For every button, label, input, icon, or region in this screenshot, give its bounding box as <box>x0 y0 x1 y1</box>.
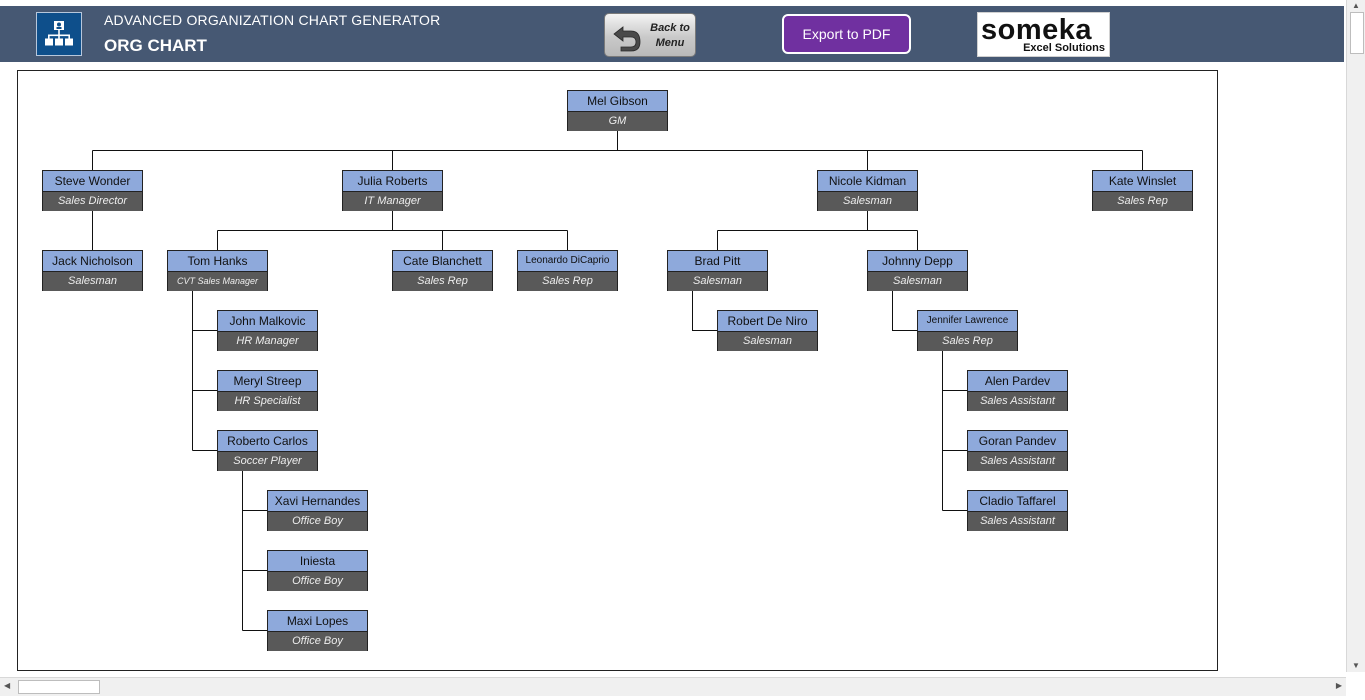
logo-wordmark: someka <box>981 14 1093 46</box>
node-name: Goran Pandev <box>968 431 1067 452</box>
node-role: Sales Rep <box>518 272 617 291</box>
node-name: John Malkovic <box>218 311 317 332</box>
node-name: Iniesta <box>268 551 367 572</box>
node-name: Meryl Streep <box>218 371 317 392</box>
org-node-steve-wonder[interactable]: Steve Wonder Sales Director <box>42 170 143 211</box>
export-to-pdf-button[interactable]: Export to PDF <box>782 14 911 54</box>
node-role: Sales Assistant <box>968 512 1067 531</box>
node-name: Mel Gibson <box>568 91 667 112</box>
org-node-nicole-kidman[interactable]: Nicole Kidman Salesman <box>817 170 918 211</box>
node-name: Steve Wonder <box>43 171 142 192</box>
back-arrow-icon <box>613 26 641 52</box>
vertical-scroll-thumb[interactable] <box>1350 12 1364 54</box>
vertical-scrollbar[interactable]: ▲ ▼ <box>1346 0 1365 672</box>
org-node-roberto-carlos[interactable]: Roberto Carlos Soccer Player <box>217 430 318 471</box>
node-name: Johnny Depp <box>868 251 967 272</box>
node-name: Leonardo DiCaprio <box>518 251 617 272</box>
org-node-johnny-depp[interactable]: Johnny Depp Salesman <box>867 250 968 291</box>
node-role: Sales Assistant <box>968 452 1067 471</box>
node-name: Cate Blanchett <box>393 251 492 272</box>
page-title: ORG CHART <box>104 36 207 55</box>
node-role: Salesman <box>868 272 967 291</box>
horizontal-scroll-thumb[interactable] <box>18 680 100 694</box>
org-node-leonardo-dicaprio[interactable]: Leonardo DiCaprio Sales Rep <box>517 250 618 291</box>
org-node-cate-blanchett[interactable]: Cate Blanchett Sales Rep <box>392 250 493 291</box>
node-role: Sales Assistant <box>968 392 1067 411</box>
node-role: HR Manager <box>218 332 317 351</box>
org-node-john-malkovic[interactable]: John Malkovic HR Manager <box>217 310 318 351</box>
org-node-jack-nicholson[interactable]: Jack Nicholson Salesman <box>42 250 143 291</box>
app-subtitle: ADVANCED ORGANIZATION CHART GENERATOR <box>104 12 441 28</box>
node-role: Soccer Player <box>218 452 317 471</box>
node-name: Kate Winslet <box>1093 171 1192 192</box>
node-name: Robert De Niro <box>718 311 817 332</box>
node-role: IT Manager <box>343 192 442 211</box>
window-top-strip <box>0 0 1344 6</box>
org-node-robert-de-niro[interactable]: Robert De Niro Salesman <box>717 310 818 351</box>
org-chart-app-icon <box>36 12 82 56</box>
org-node-xavi-hernandes[interactable]: Xavi Hernandes Office Boy <box>267 490 368 531</box>
node-name: Alen Pardev <box>968 371 1067 392</box>
horizontal-scrollbar[interactable]: ◀ ▶ <box>0 677 1346 696</box>
org-node-kate-winslet[interactable]: Kate Winslet Sales Rep <box>1092 170 1193 211</box>
org-node-meryl-streep[interactable]: Meryl Streep HR Specialist <box>217 370 318 411</box>
node-name: Roberto Carlos <box>218 431 317 452</box>
node-role: GM <box>568 112 667 131</box>
scroll-right-arrow-icon[interactable]: ▶ <box>1335 681 1342 690</box>
org-node-maxi-lopes[interactable]: Maxi Lopes Office Boy <box>267 610 368 651</box>
scroll-up-arrow-icon[interactable]: ▲ <box>1352 1 1360 10</box>
scroll-down-arrow-icon[interactable]: ▼ <box>1352 661 1360 670</box>
node-role: Sales Director <box>43 192 142 211</box>
node-name: Xavi Hernandes <box>268 491 367 512</box>
org-node-cladio-taffarel[interactable]: Cladio Taffarel Sales Assistant <box>967 490 1068 531</box>
node-name: Tom Hanks <box>168 251 267 272</box>
org-node-julia-roberts[interactable]: Julia Roberts IT Manager <box>342 170 443 211</box>
org-node-mel-gibson[interactable]: Mel Gibson GM <box>567 90 668 131</box>
node-role: Sales Rep <box>918 332 1017 351</box>
node-name: Nicole Kidman <box>818 171 917 192</box>
node-role: Salesman <box>718 332 817 351</box>
someka-logo[interactable]: someka Excel Solutions <box>977 12 1110 57</box>
node-role: HR Specialist <box>218 392 317 411</box>
org-node-iniesta[interactable]: Iniesta Office Boy <box>267 550 368 591</box>
node-name: Jack Nicholson <box>43 251 142 272</box>
node-role: Sales Rep <box>393 272 492 291</box>
org-chart-icon <box>45 21 73 46</box>
org-node-alen-pardev[interactable]: Alen Pardev Sales Assistant <box>967 370 1068 411</box>
node-name: Cladio Taffarel <box>968 491 1067 512</box>
node-role: Office Boy <box>268 512 367 531</box>
node-role: Office Boy <box>268 632 367 651</box>
node-name: Jennifer Lawrence <box>918 311 1017 332</box>
node-name: Brad Pitt <box>668 251 767 272</box>
header-bar: ADVANCED ORGANIZATION CHART GENERATOR OR… <box>0 6 1344 62</box>
node-role: Office Boy <box>268 572 367 591</box>
org-node-jennifer-lawrence[interactable]: Jennifer Lawrence Sales Rep <box>917 310 1018 351</box>
node-name: Julia Roberts <box>343 171 442 192</box>
logo-tagline: Excel Solutions <box>1023 42 1105 54</box>
node-role: Salesman <box>668 272 767 291</box>
org-node-goran-pandev[interactable]: Goran Pandev Sales Assistant <box>967 430 1068 471</box>
node-name: Maxi Lopes <box>268 611 367 632</box>
scroll-left-arrow-icon[interactable]: ◀ <box>4 681 11 690</box>
node-role: Salesman <box>818 192 917 211</box>
org-node-tom-hanks[interactable]: Tom Hanks CVT Sales Manager <box>167 250 268 291</box>
node-role: CVT Sales Manager <box>168 272 267 291</box>
node-role: Salesman <box>43 272 142 291</box>
node-role: Sales Rep <box>1093 192 1192 211</box>
org-node-brad-pitt[interactable]: Brad Pitt Salesman <box>667 250 768 291</box>
